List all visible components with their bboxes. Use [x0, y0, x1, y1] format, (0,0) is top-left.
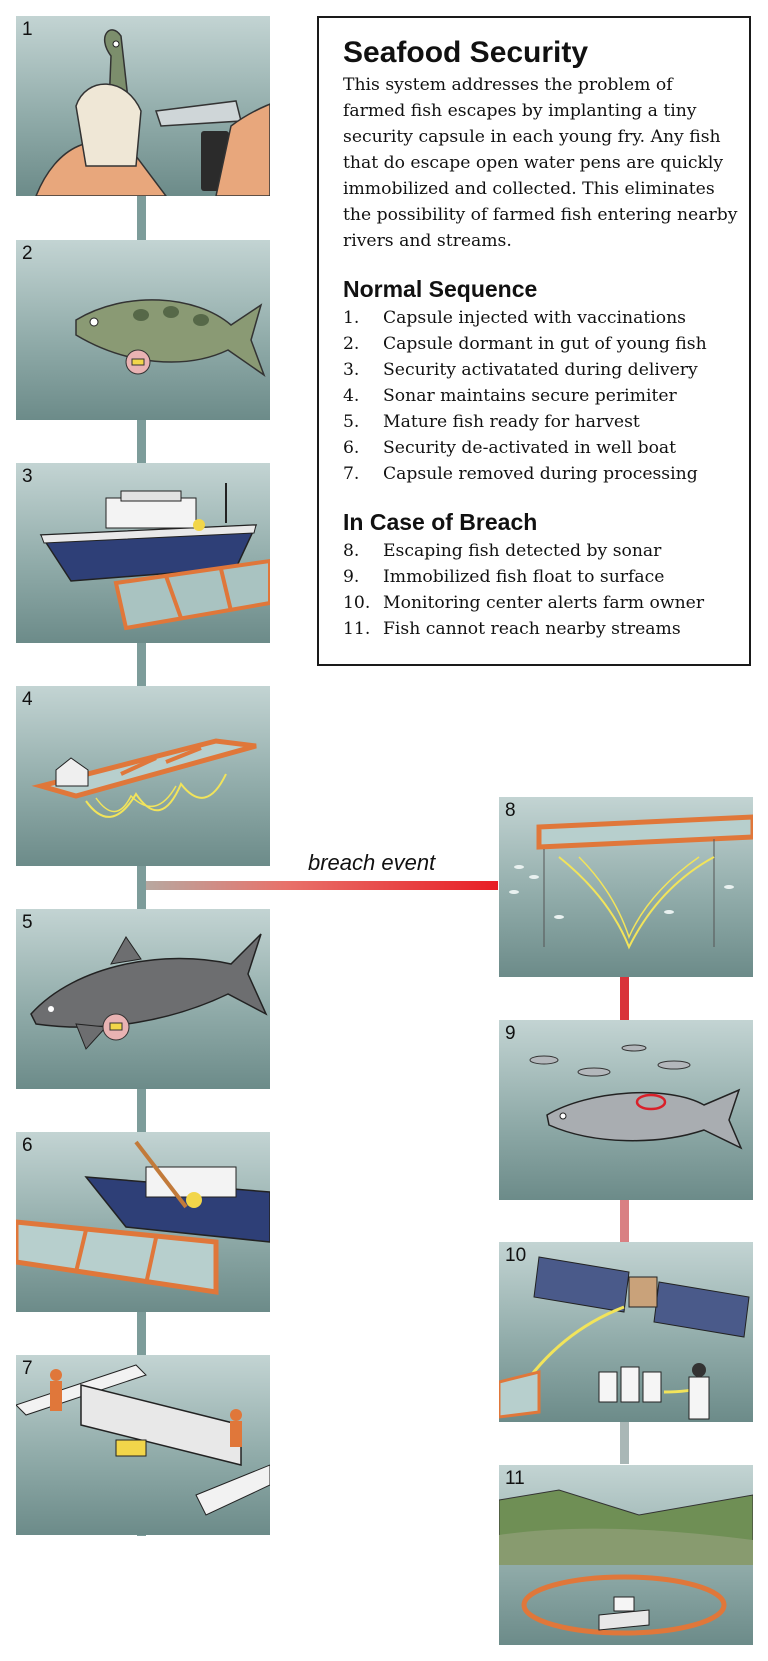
- step-number: 7.: [343, 464, 360, 484]
- step-text: Mature fish ready for harvest: [383, 412, 640, 432]
- hand-injecting-fry-illustration: [35, 29, 270, 196]
- panel-7-processing: 7: [16, 1355, 270, 1535]
- breach-connector-8-9: [620, 975, 629, 1020]
- breach-connector: [146, 881, 498, 890]
- escaping-fish-sonar-illustration: [509, 814, 753, 950]
- panel-11-streams: 11: [499, 1465, 753, 1645]
- step-number: 4.: [343, 386, 360, 406]
- sequence-connector: [137, 196, 146, 1536]
- panel-number: 5: [22, 912, 33, 933]
- step-text: Capsule injected with vaccinations: [383, 308, 686, 328]
- panel-number: 11: [505, 1468, 525, 1489]
- list-item: 5. Mature fish ready for harvest: [343, 409, 739, 435]
- step-number: 2.: [343, 334, 360, 354]
- step-text: Security activatated during delivery: [383, 360, 698, 380]
- step-number: 1.: [343, 308, 360, 328]
- step-number: 3.: [343, 360, 360, 380]
- panel-10-monitoring: 10: [499, 1242, 753, 1422]
- step-text: Fish cannot reach nearby streams: [383, 619, 681, 639]
- step-text: Capsule dormant in gut of young fish: [383, 334, 707, 354]
- landscape-containment-illustration: [499, 1489, 753, 1636]
- panel-number: 7: [22, 1358, 33, 1379]
- info-title: Seafood Security: [343, 36, 589, 69]
- young-fish-illustration: [75, 299, 266, 377]
- step-number: 6.: [343, 438, 360, 458]
- step-number: 11.: [343, 619, 371, 639]
- panel-3-delivery: 3: [16, 463, 270, 643]
- panel-number: 2: [22, 243, 33, 264]
- breach-connector-10-11: [620, 1419, 629, 1464]
- panel-1-injection: 1: [16, 16, 270, 196]
- panel-5-mature-fish: 5: [16, 909, 270, 1089]
- breach-event-label: breach event: [308, 850, 436, 875]
- well-boat-harvest-illustration: [16, 1140, 270, 1295]
- step-number: 10.: [343, 593, 371, 613]
- panel-number: 9: [505, 1023, 516, 1044]
- processing-line-illustration: [16, 1364, 270, 1516]
- panel-9-immobilized: 9: [499, 1020, 753, 1200]
- panel-8-detection: 8: [499, 797, 753, 977]
- satellite-alert-illustration: [499, 1256, 750, 1420]
- panel-number: 3: [22, 466, 33, 487]
- normal-sequence-heading: Normal Sequence: [343, 276, 538, 302]
- list-item: 1. Capsule injected with vaccinations: [343, 305, 739, 331]
- list-item: 3. Security activatated during delivery: [343, 357, 739, 383]
- panel-number: 6: [22, 1135, 33, 1156]
- mature-fish-illustration: [30, 933, 268, 1050]
- boat-delivery-illustration: [39, 483, 270, 631]
- list-item: 6. Security de-activated in well boat: [343, 435, 739, 461]
- list-item: 7. Capsule removed during processing: [343, 461, 739, 487]
- list-item: 11. Fish cannot reach nearby streams: [343, 616, 739, 642]
- step-text: Monitoring center alerts farm owner: [383, 593, 705, 613]
- panel-number: 8: [505, 800, 516, 821]
- panel-2-dormant-capsule: 2: [16, 240, 270, 420]
- list-item: 8. Escaping fish detected by sonar: [343, 538, 739, 564]
- immobilized-fish-illustration: [529, 1044, 743, 1150]
- step-text: Immobilized fish float to surface: [383, 567, 665, 587]
- breach-heading: In Case of Breach: [343, 509, 538, 535]
- info-intro: This system addresses the problem of far…: [343, 75, 738, 251]
- list-item: 4. Sonar maintains secure perimiter: [343, 383, 739, 409]
- list-item: 2. Capsule dormant in gut of young fish: [343, 331, 739, 357]
- breach-sequence-list: 8. Escaping fish detected by sonar 9. Immo…: [343, 538, 739, 642]
- panel-4-sonar-perimeter: 4: [16, 686, 270, 866]
- panel-number: 1: [22, 19, 33, 40]
- step-text: Capsule removed during processing: [383, 464, 698, 484]
- panel-number: 4: [22, 689, 33, 710]
- step-number: 9.: [343, 567, 360, 587]
- step-text: Security de-activated in well boat: [383, 438, 677, 458]
- step-number: 8.: [343, 541, 360, 561]
- step-text: Escaping fish detected by sonar: [383, 541, 662, 561]
- list-item: 10. Monitoring center alerts farm owner: [343, 590, 739, 616]
- breach-connector-9-10: [620, 1197, 629, 1242]
- panel-6-well-boat: 6: [16, 1132, 270, 1312]
- panel-number: 10: [505, 1245, 527, 1266]
- step-number: 5.: [343, 412, 360, 432]
- list-item: 9. Immobilized fish float to surface: [343, 564, 739, 590]
- normal-sequence-list: 1. Capsule injected with vaccinations 2. C…: [343, 305, 739, 487]
- fish-pens-sonar-illustration: [31, 738, 257, 818]
- step-text: Sonar maintains secure perimiter: [383, 386, 677, 406]
- info-box: Seafood Security This system addresses t…: [317, 16, 751, 666]
